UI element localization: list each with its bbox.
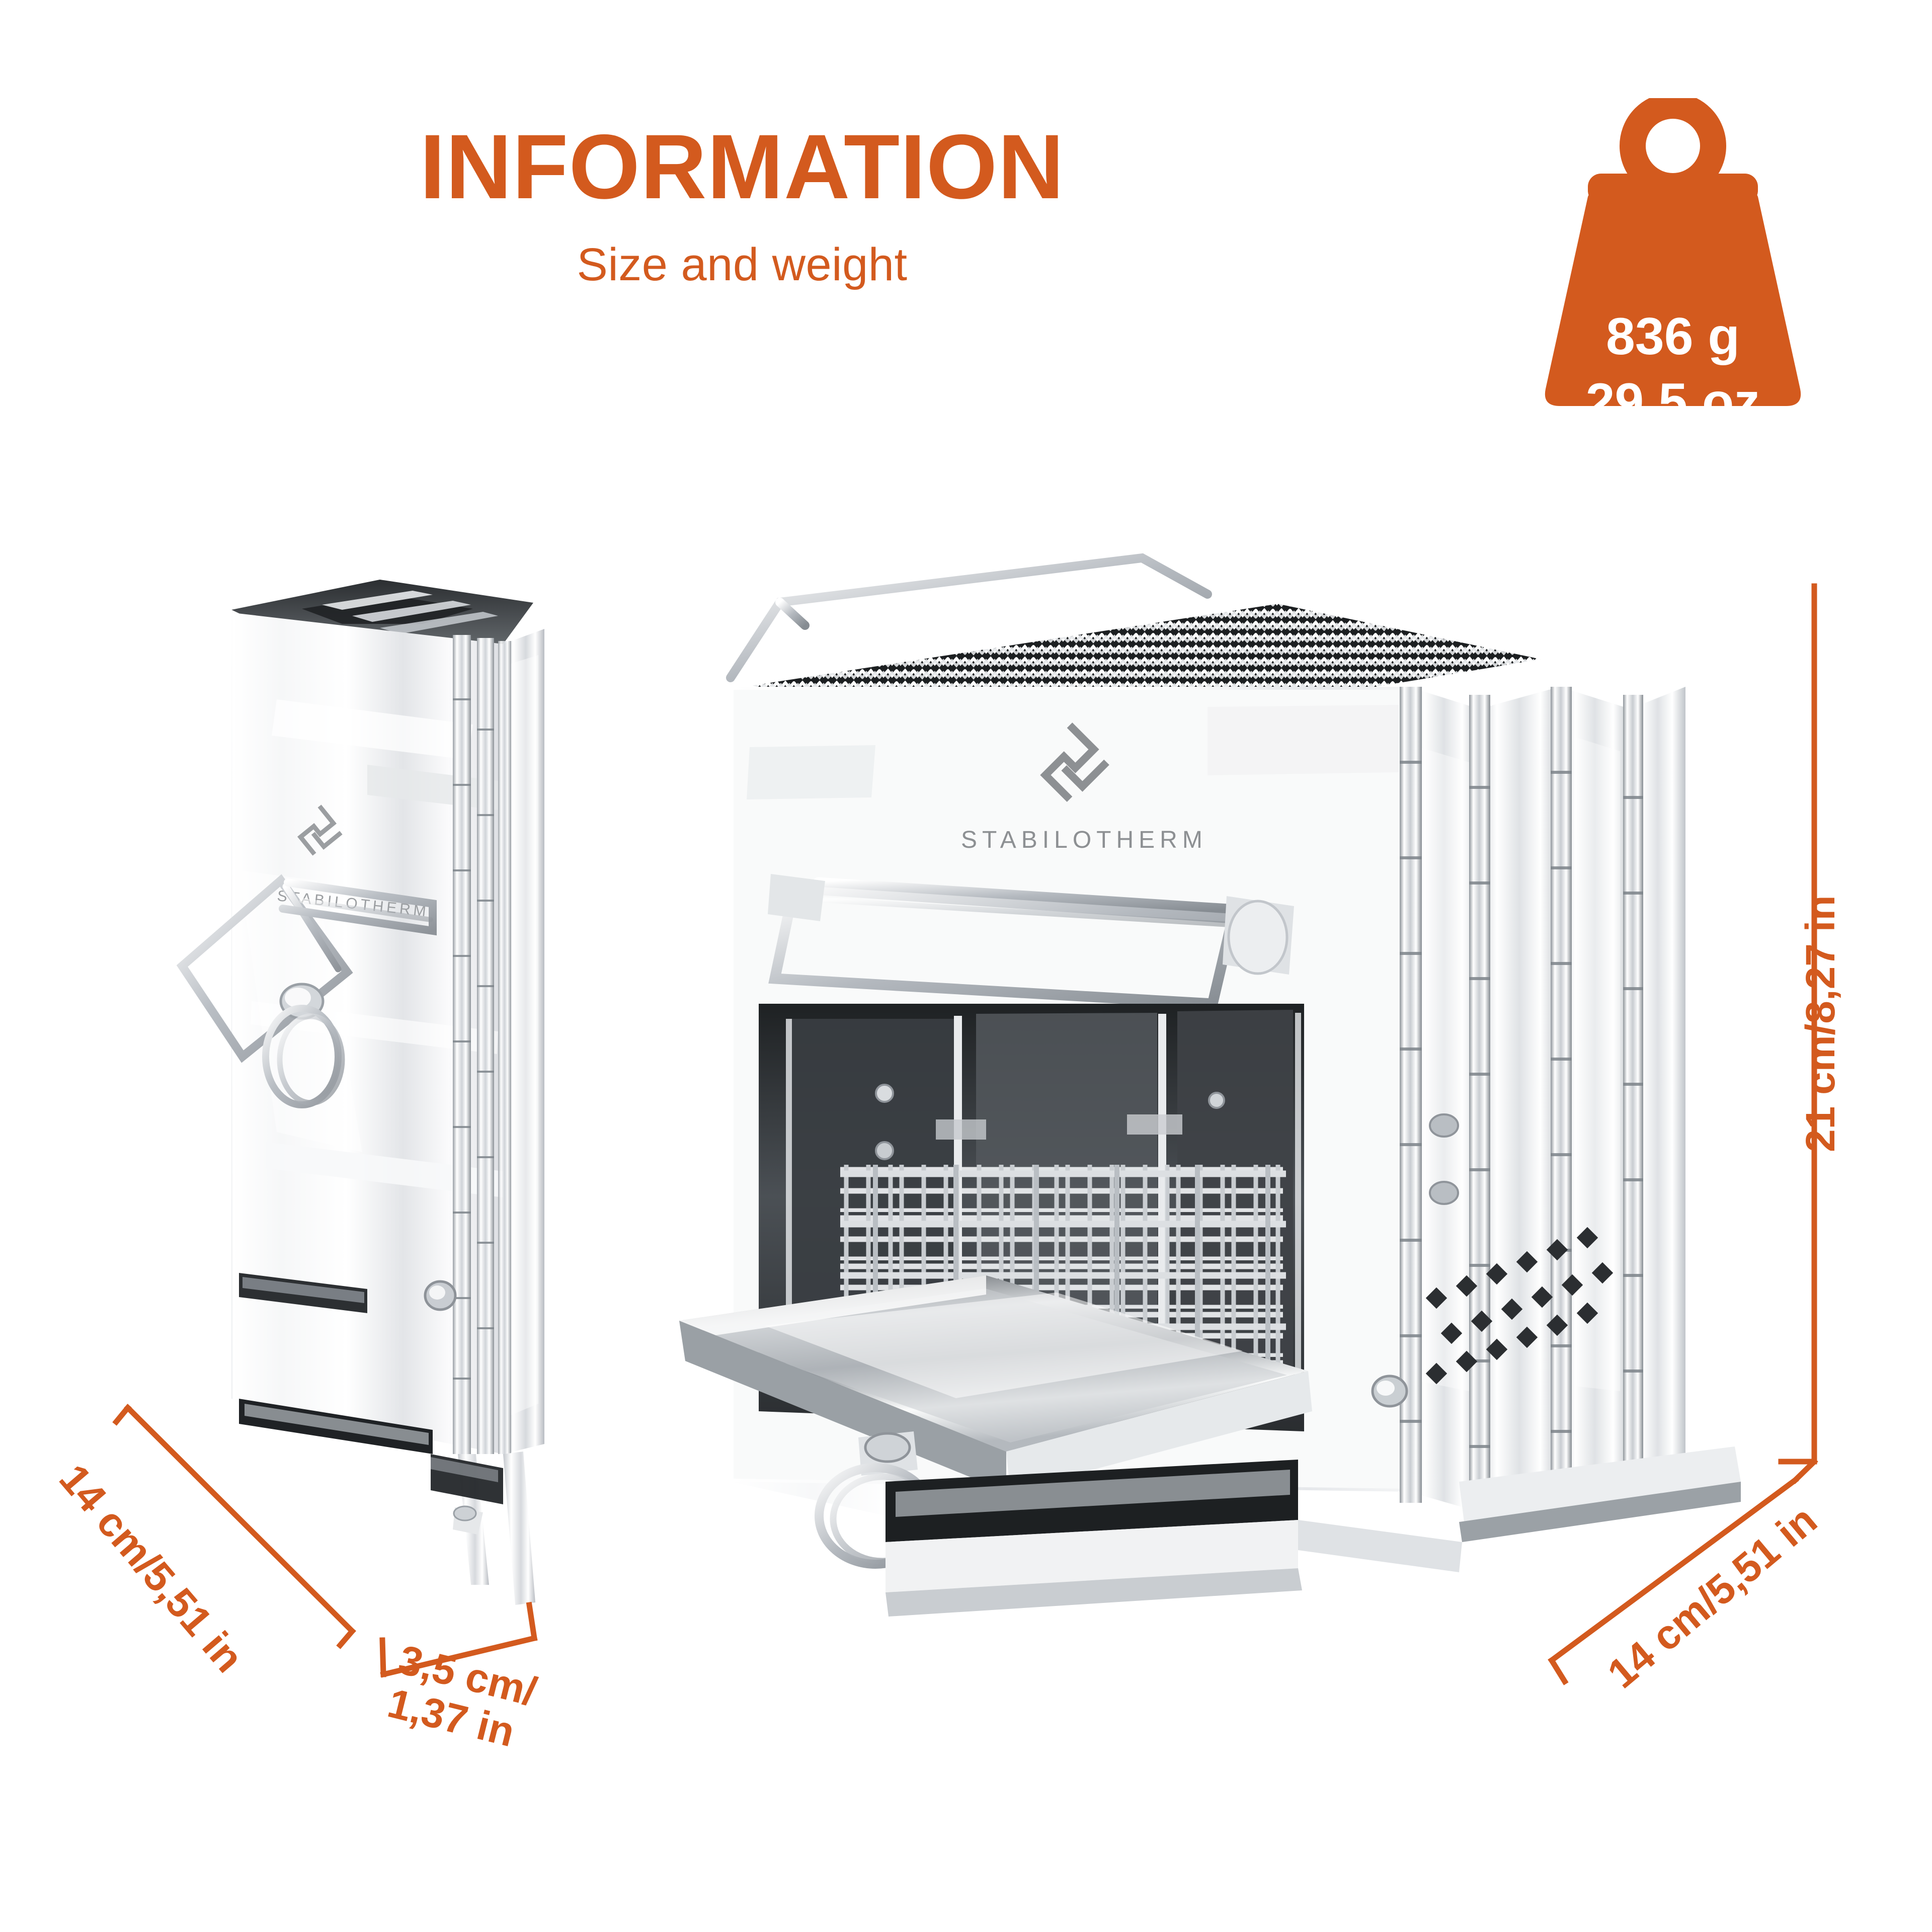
page-subtitle: Size and weight: [577, 239, 908, 290]
weight-ounces-value: 29,5 oz: [1585, 373, 1760, 431]
product-image-folded-stove: STABILOTHERM: [151, 548, 584, 1635]
handle-mount-left: [768, 874, 825, 921]
piano-hinge-group: [453, 635, 511, 1454]
grill-bail-wire: [726, 553, 1212, 682]
brand-logo-icon: [297, 804, 343, 856]
product-image-open-stove: STABILOTHERM: [674, 536, 1756, 1658]
piano-hinge-group-open: [1400, 687, 1643, 1507]
dimension-label-open-height: 21 cm/8,27 in: [1798, 895, 1843, 1152]
weight-icon: [1545, 98, 1801, 406]
brand-logo-icon-open: [1040, 722, 1109, 802]
wire-handle: [176, 874, 437, 1063]
air-hole-upper: [1429, 1113, 1459, 1138]
weight-badge: 836 g 29,5 oz: [1540, 98, 1806, 431]
brand-wordmark-open: STABILOTHERM: [961, 827, 1208, 853]
drop-down-door: [679, 1275, 1312, 1492]
air-hole-lower: [1429, 1181, 1459, 1205]
split-ring: [262, 1005, 345, 1108]
header-block: INFORMATION Size and weight: [0, 121, 1484, 291]
leg-right: [503, 1452, 535, 1605]
product-photo-area: STABILOTHERM: [0, 478, 1932, 1932]
weight-grams-value: 836 g: [1606, 307, 1740, 366]
page-title: INFORMATION: [420, 115, 1065, 218]
